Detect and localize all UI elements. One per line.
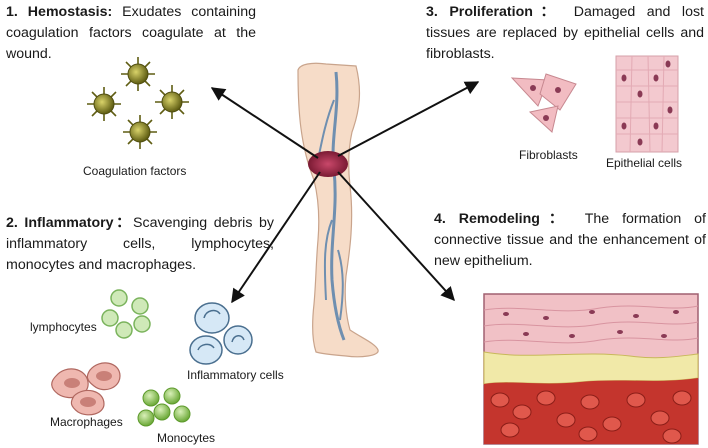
arrow-proliferation bbox=[337, 81, 480, 157]
monocyte-cell bbox=[137, 409, 155, 427]
label-monocytes: Monocytes bbox=[157, 431, 216, 445]
inflammatory-cells-group bbox=[189, 302, 253, 365]
vein-branch-3 bbox=[337, 249, 344, 321]
lymphocyte-cell bbox=[110, 289, 128, 307]
monocyte-cell bbox=[173, 405, 191, 423]
coag-particle bbox=[123, 115, 157, 149]
stage-inflammatory-body: Scavenging debris by inflammatory cells,… bbox=[6, 215, 274, 273]
monocyte-cell bbox=[153, 403, 171, 421]
stage-remodeling-title: 4. Remodeling： bbox=[434, 211, 573, 227]
stage-hemostasis-text: 1. Hemostasis: Exudates containing coagu… bbox=[6, 2, 256, 65]
arrow-inflammatory bbox=[231, 171, 321, 304]
leg-outline bbox=[297, 62, 379, 358]
lymphocyte-cell bbox=[115, 321, 133, 339]
stage-inflammatory-text: 2. Inflammatory：Scavenging debris by inf… bbox=[6, 213, 274, 276]
lymphocyte-cell bbox=[131, 297, 149, 315]
coag-particle bbox=[155, 85, 189, 119]
lymphocyte-cell bbox=[101, 309, 119, 327]
stage-remodeling-text: 4. Remodeling： The formation of connecti… bbox=[434, 209, 706, 272]
fibroblasts-group bbox=[510, 73, 577, 133]
coag-particle bbox=[87, 87, 121, 121]
stage-inflammatory-title: 2. Inflammatory： bbox=[6, 215, 134, 231]
label-coagulation-factors: Coagulation factors bbox=[83, 164, 187, 178]
stage-proliferation-title: 3. Proliferation： bbox=[426, 4, 563, 20]
leg-figure bbox=[297, 62, 379, 358]
label-fibroblasts: Fibroblasts bbox=[519, 148, 578, 162]
stage-remodeling-body: The formation of connective tissue and t… bbox=[434, 211, 706, 269]
macrophages-group bbox=[51, 362, 121, 416]
label-epithelial-cells: Epithelial cells bbox=[606, 156, 683, 170]
stage-hemostasis-title: 1. Hemostasis: bbox=[6, 4, 113, 20]
lymphocytes-group bbox=[101, 289, 151, 339]
remodeling-tissue-panel bbox=[483, 293, 699, 445]
fat-layer bbox=[483, 351, 699, 385]
stage-hemostasis-body: Exudates containing coagulation factors … bbox=[6, 4, 256, 62]
lymphocyte-cell bbox=[133, 315, 151, 333]
coag-particle bbox=[121, 57, 155, 91]
inflammatory-cell bbox=[194, 302, 230, 334]
arrow-remodeling bbox=[337, 171, 455, 302]
inflammatory-cell bbox=[189, 335, 223, 365]
monocyte-cell bbox=[163, 387, 181, 405]
coagulation-factors-group bbox=[87, 57, 189, 149]
stage-proliferation-body: Damaged and lost tissues are replaced by… bbox=[426, 4, 704, 62]
monocytes-group bbox=[137, 387, 191, 427]
vein-branch-2 bbox=[323, 219, 333, 301]
arrow-hemostasis bbox=[210, 87, 319, 159]
stage-proliferation-text: 3. Proliferation： Damaged and lost tissu… bbox=[426, 2, 704, 65]
label-lymphocytes: lymphocytes bbox=[30, 320, 97, 334]
blood-layer bbox=[484, 378, 698, 444]
epithelial-cells-panel bbox=[615, 55, 679, 153]
label-inflammatory-cells: Inflammatory cells bbox=[187, 368, 284, 382]
vein-main bbox=[330, 71, 346, 341]
label-macrophages: Macrophages bbox=[50, 415, 123, 429]
monocyte-cell bbox=[142, 389, 160, 407]
inflammatory-cell bbox=[223, 325, 253, 355]
